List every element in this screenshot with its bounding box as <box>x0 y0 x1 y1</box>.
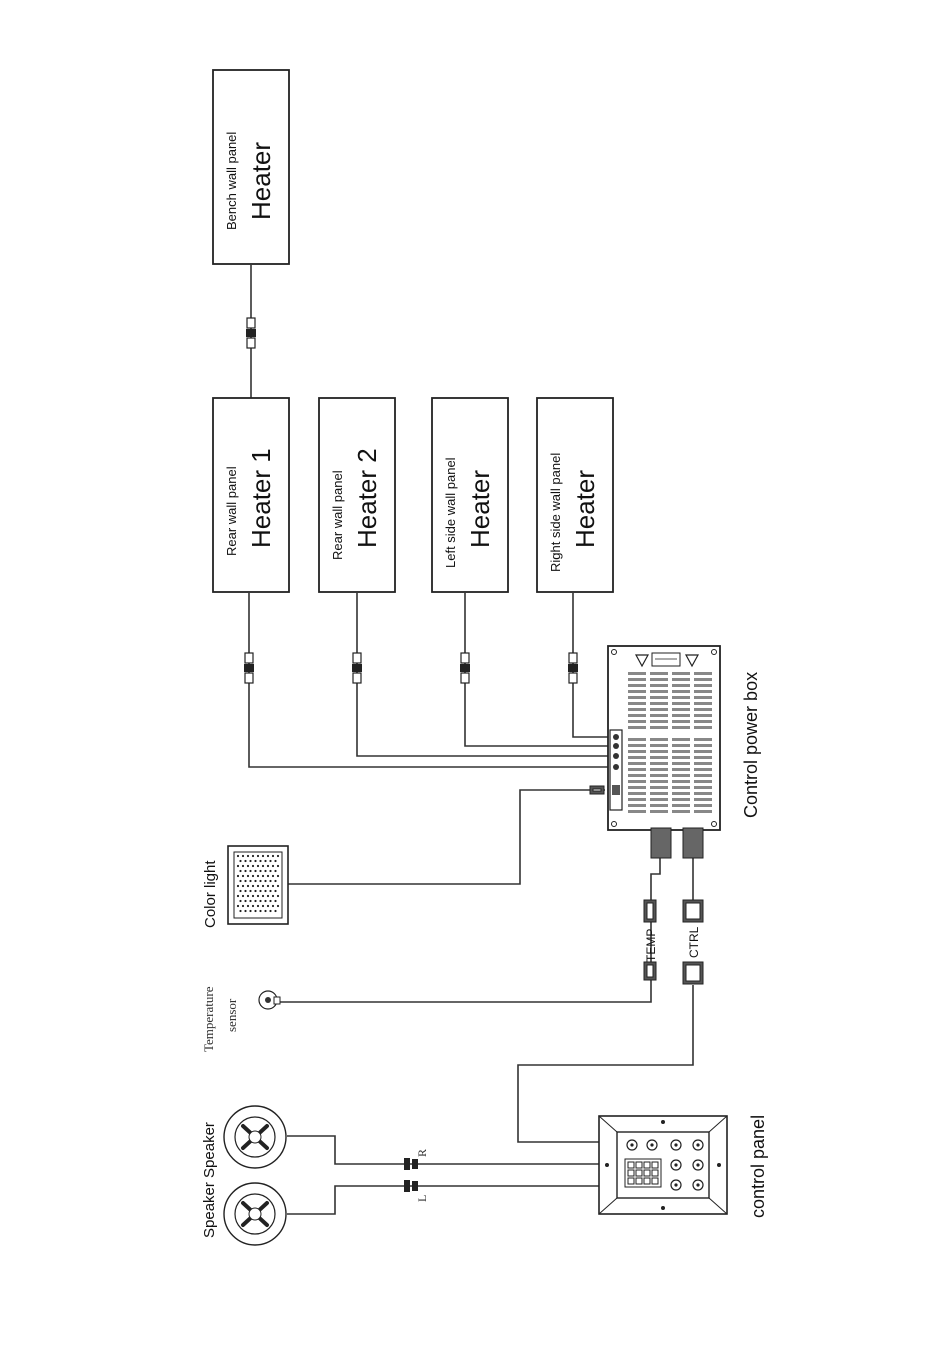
color-light: Color light <box>202 846 288 928</box>
heater-subtitle: Rear wall panel <box>330 470 345 560</box>
control-power-box: Control power box <box>608 646 761 858</box>
heater-right-side-wall-panel: Right side wall panel Heater <box>537 398 613 592</box>
speaker-label: Speaker Speaker <box>201 1122 218 1238</box>
heater-title: Heater <box>465 470 495 548</box>
plug-connector-icon <box>244 653 254 683</box>
temperature-sensor-label-1: Temperature <box>201 986 216 1052</box>
temp-plug-icon <box>644 900 656 922</box>
heater-rear-wall-panel-1: Rear wall panel Heater 1 <box>213 398 289 592</box>
temp-port <box>651 828 671 858</box>
plug-connector-icon <box>246 318 256 348</box>
color-light-label: Color light <box>202 860 219 928</box>
speaker-right <box>224 1106 286 1168</box>
control-panel-label: control panel <box>748 1115 768 1218</box>
light-jack-icon <box>590 786 604 794</box>
heater-title: Heater 2 <box>352 448 382 548</box>
ctrl-plug-icon <box>683 900 703 922</box>
control-power-box-label: Control power box <box>741 672 761 818</box>
left-channel-label: L <box>415 1195 429 1202</box>
heater-title: Heater <box>570 470 600 548</box>
heater-subtitle: Left side wall panel <box>443 457 458 568</box>
ctrl-plug-icon <box>683 962 703 984</box>
heater-left-side-wall-panel: Left side wall panel Heater <box>432 398 508 592</box>
heater-title: Heater 1 <box>246 448 276 548</box>
ctrl-connector-label: CTRL <box>687 926 701 958</box>
right-channel-label: R <box>415 1149 429 1157</box>
heater-rear-wall-panel-2: Rear wall panel Heater 2 <box>319 398 395 592</box>
speaker-left <box>224 1183 286 1245</box>
control-panel: control panel <box>599 1115 768 1218</box>
temperature-sensor: Temperature sensor <box>201 986 280 1052</box>
plug-connector-icon <box>352 653 362 683</box>
temp-connector-label: TEMP <box>644 929 658 962</box>
ctrl-port <box>683 828 703 858</box>
heater-subtitle: Rear wall panel <box>224 466 239 556</box>
plug-connector-icon <box>568 653 578 683</box>
heater-subtitle: Bench wall panel <box>224 132 239 230</box>
heater-bench-wall-panel: Bench wall panel Heater <box>213 70 289 264</box>
temp-plug-icon <box>644 962 656 980</box>
plug-connector-icon <box>460 653 470 683</box>
heater-title: Heater <box>246 142 276 220</box>
temperature-sensor-label-2: sensor <box>224 998 239 1032</box>
heater-subtitle: Right side wall panel <box>548 453 563 572</box>
